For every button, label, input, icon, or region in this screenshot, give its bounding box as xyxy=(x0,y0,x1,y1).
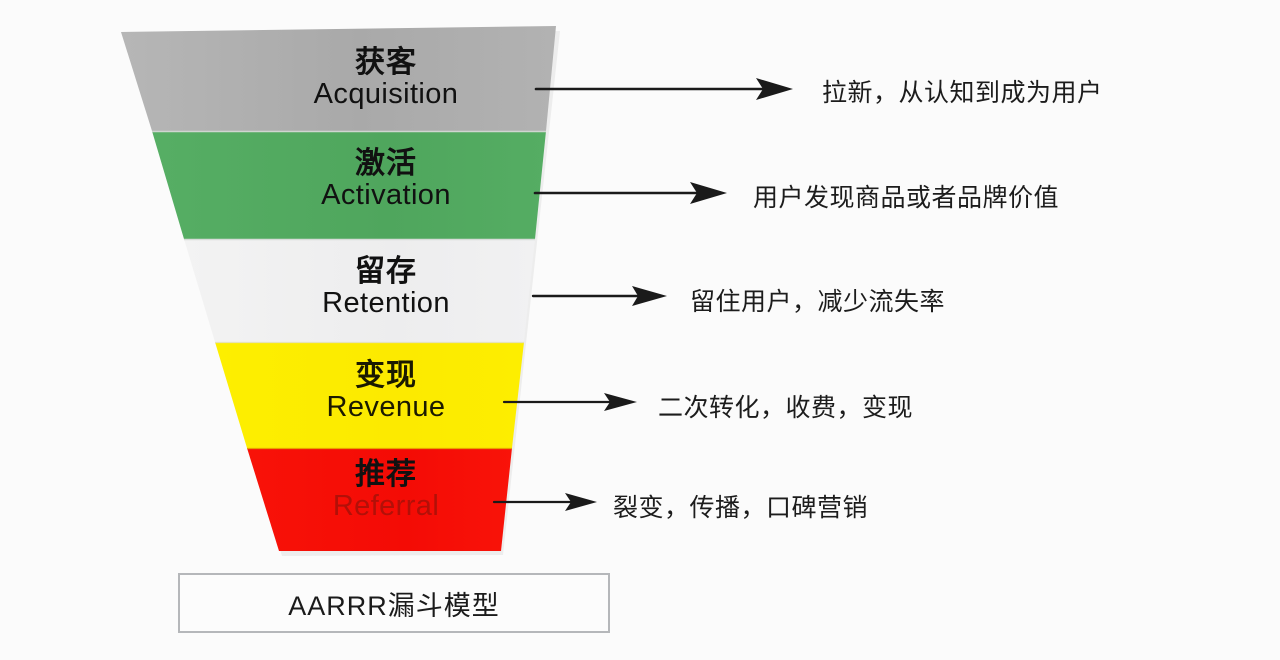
caption-box: AARRR漏斗模型 xyxy=(178,573,610,633)
arrow-activation xyxy=(533,182,727,204)
arrow-retention xyxy=(531,286,667,306)
funnel-segment-acquisition xyxy=(121,26,556,131)
funnel-segment-revenue xyxy=(215,342,524,448)
arrow-referral xyxy=(492,493,597,511)
funnel-segment-referral xyxy=(247,448,512,551)
funnel-segment-activation xyxy=(152,131,546,239)
annotation-acquisition: 拉新，从认知到成为用户 xyxy=(822,79,1103,107)
annotation-retention: 留住用户，减少流失率 xyxy=(690,288,946,316)
funnel-segment-retention xyxy=(184,239,535,342)
arrow-revenue xyxy=(502,393,637,411)
annotation-revenue: 二次转化，收费，变现 xyxy=(658,394,914,422)
arrow-acquisition xyxy=(534,78,793,100)
caption-label: AARRR漏斗模型 xyxy=(288,590,500,621)
annotation-activation: 用户发现商品或者品牌价值 xyxy=(753,184,1060,212)
annotation-referral: 裂变，传播，口碑营销 xyxy=(613,494,869,522)
annotation-arrows xyxy=(492,78,793,511)
